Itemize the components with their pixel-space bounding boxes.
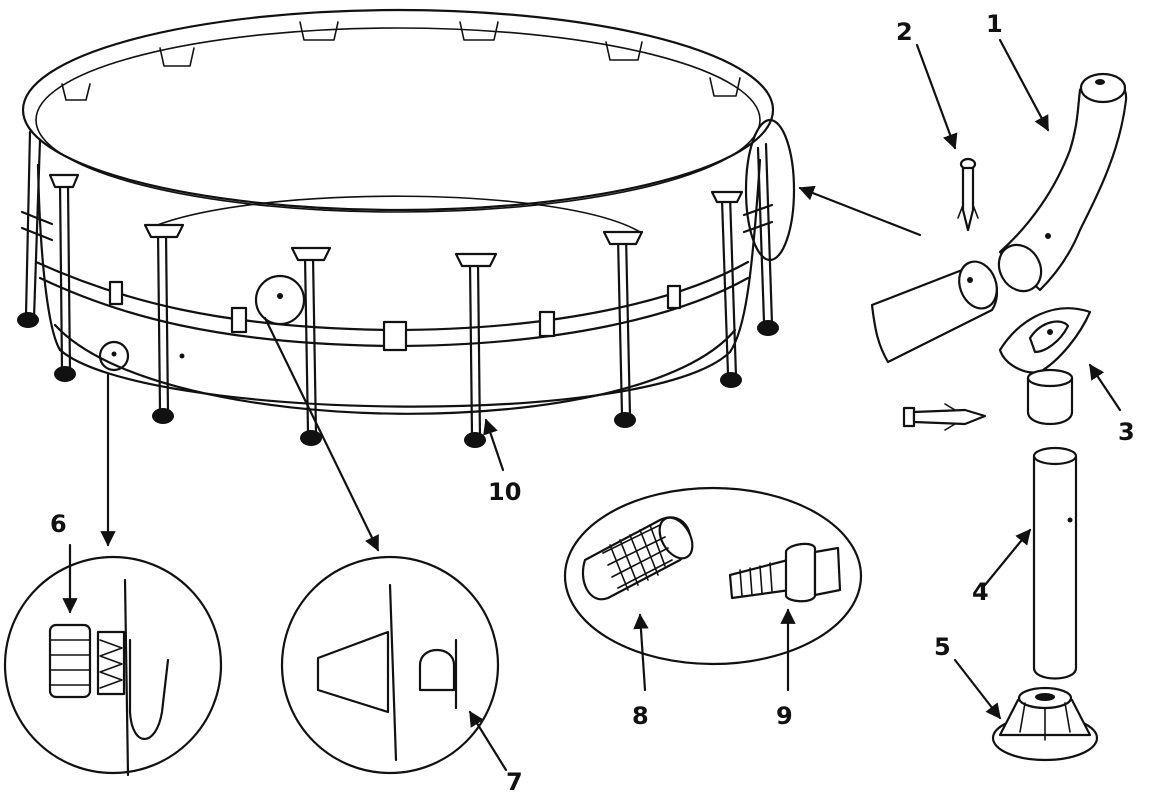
wall-hole-mid-inner xyxy=(277,293,283,299)
leg-feet xyxy=(17,312,779,448)
wall-hole-small xyxy=(179,353,185,359)
detail-circle-mid xyxy=(280,555,500,775)
front-rim-joints xyxy=(48,173,744,268)
callout-6: 6 xyxy=(50,510,67,538)
pool-water-line xyxy=(149,195,641,233)
exploded-frame-parts xyxy=(870,72,1128,762)
callout-arrows xyxy=(62,38,1122,772)
callout-2: 2 xyxy=(896,18,913,46)
pin-part-loose xyxy=(902,403,987,431)
leg-tube xyxy=(1032,446,1078,680)
detail-highlight-oval xyxy=(744,118,796,262)
pool-assembly xyxy=(17,8,796,448)
top-rail-straight xyxy=(870,260,998,364)
pool-legs xyxy=(24,130,774,440)
pin-part xyxy=(957,157,979,232)
callout-10: 10 xyxy=(488,478,521,506)
top-rail-joints xyxy=(61,21,741,101)
callout-1: 1 xyxy=(986,10,1003,38)
leg-foot xyxy=(991,686,1099,762)
wall-hole-mid xyxy=(254,274,306,326)
detail-oval-right xyxy=(563,486,863,666)
pool-wall xyxy=(36,158,762,408)
callout-labels: 1 2 3 4 5 6 7 8 9 10 xyxy=(50,10,1135,796)
callout-7: 7 xyxy=(506,768,523,796)
top-rail-elbow xyxy=(997,72,1128,293)
detail-circle-left xyxy=(3,555,223,777)
t-joint xyxy=(998,307,1092,425)
callout-8: 8 xyxy=(632,702,649,730)
callout-9: 9 xyxy=(776,702,793,730)
wall-hole-left xyxy=(98,340,130,372)
callout-5: 5 xyxy=(934,633,951,661)
leg-support-strap xyxy=(20,203,774,352)
wall-hole-left-inner xyxy=(111,351,117,357)
callout-4: 4 xyxy=(972,578,989,606)
callout-3: 3 xyxy=(1118,418,1135,446)
pool-inner-rim xyxy=(35,27,761,213)
pool-top-rim xyxy=(21,8,775,212)
